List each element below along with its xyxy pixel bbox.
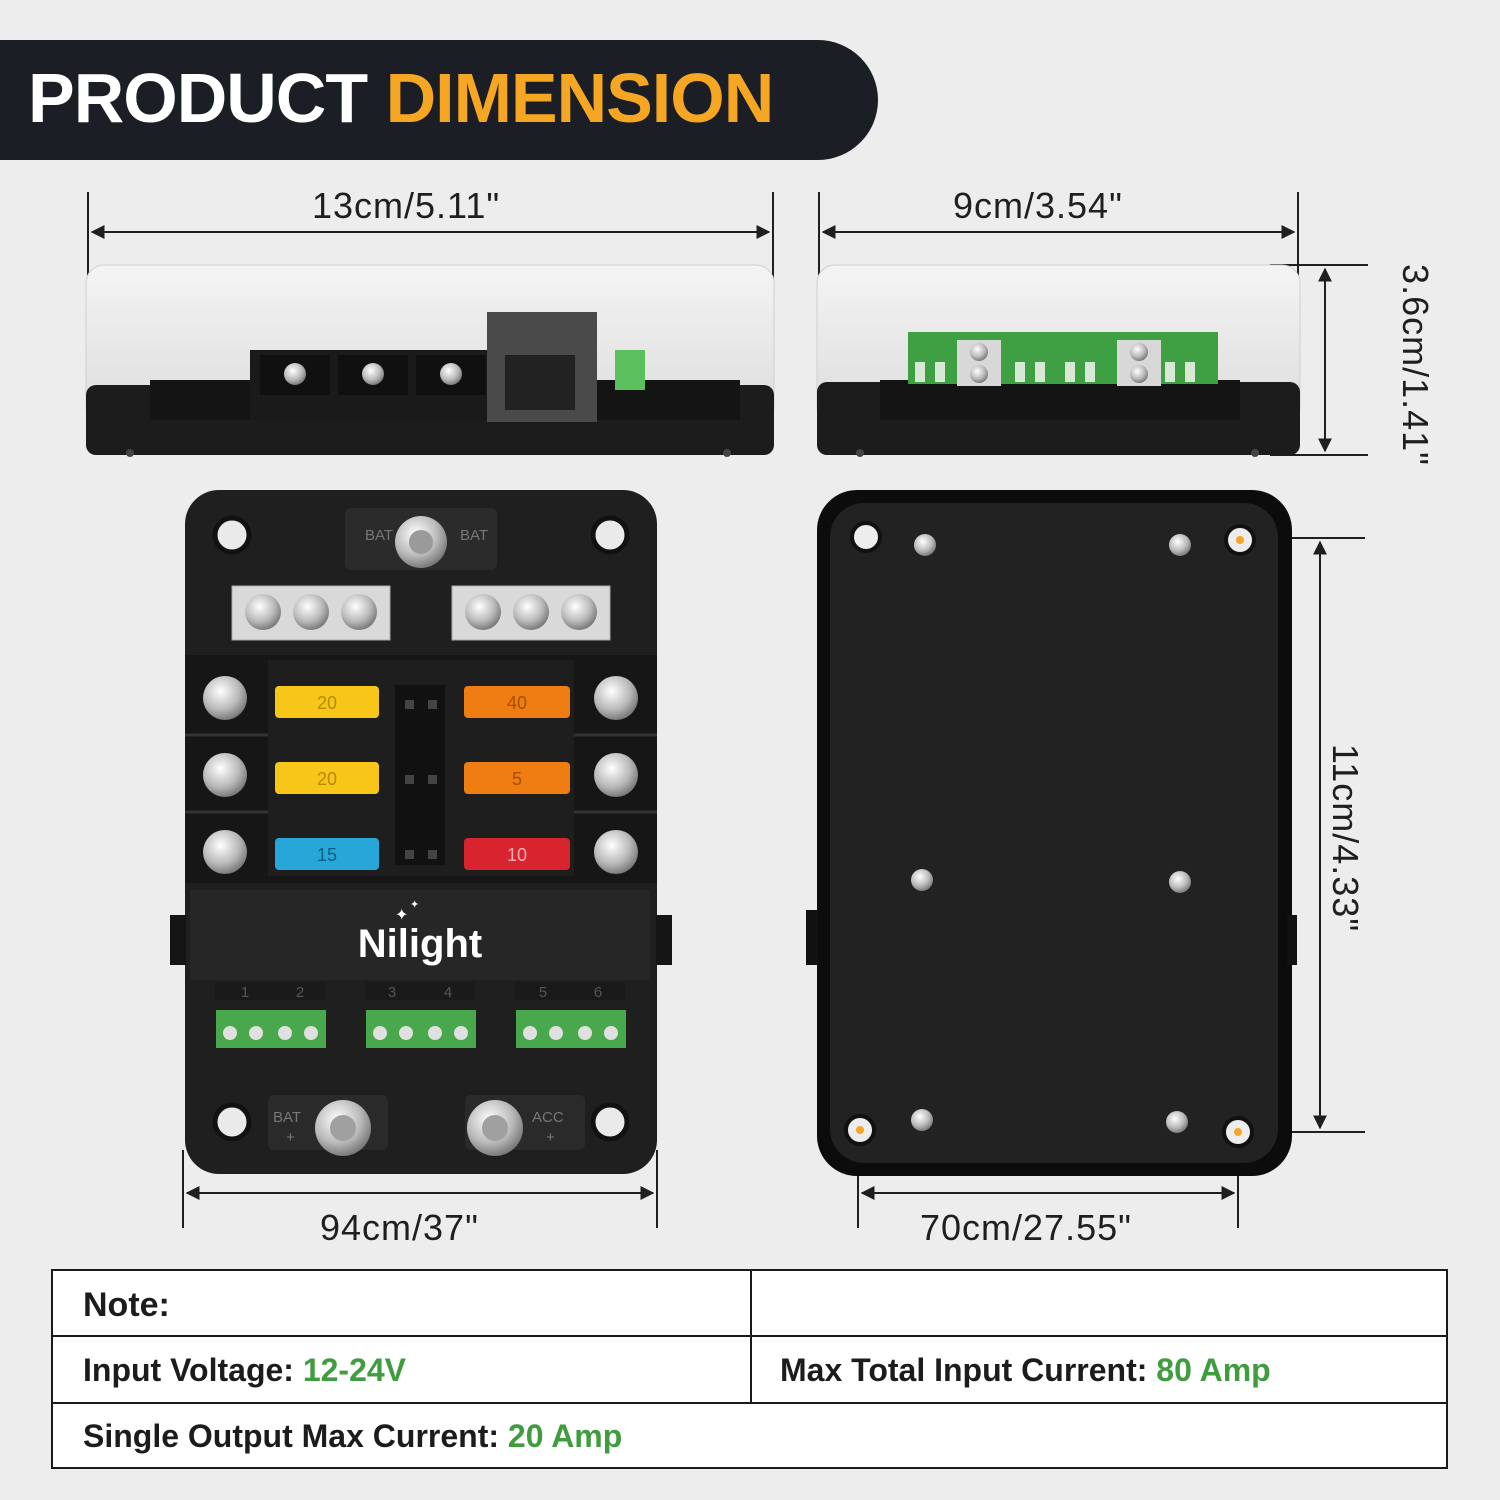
note-label: Note:	[83, 1286, 170, 1324]
page-title: PRODUCT DIMENSION	[28, 58, 775, 138]
acc-label-bottom: ACC	[532, 1109, 564, 1126]
single-output-label: Single Output Max Current:	[83, 1418, 499, 1454]
plus-label-bat: +	[286, 1129, 295, 1146]
end-view	[816, 264, 1301, 457]
fuse-slot-3: 20	[275, 762, 379, 794]
spec-row-note: Note:	[53, 1271, 1446, 1337]
max-total-current-cell: Max Total Input Current: 80 Amp	[780, 1350, 1271, 1390]
bat-label-top-right: BAT	[460, 527, 488, 544]
svg-text:✦: ✦	[395, 905, 408, 924]
table-divider	[750, 1271, 752, 1404]
fuse-value-5: 15	[317, 845, 337, 865]
bat-label-top-left: BAT	[365, 527, 393, 544]
bat-label-bottom: BAT	[273, 1109, 301, 1126]
dim-end-width: 9cm/3.54"	[953, 185, 1123, 226]
circuit-num-1: 1	[241, 984, 249, 1001]
max-total-current-label: Max Total Input Current:	[780, 1352, 1148, 1388]
fuse-slot-6: 10	[464, 838, 570, 870]
spec-row-output: Single Output Max Current: 20 Amp	[53, 1404, 1446, 1469]
dim-bottom-length: 11cm/4.33"	[1325, 743, 1366, 933]
circuit-num-2: 2	[296, 984, 304, 1001]
dim-top-width: 94cm/37"	[320, 1207, 479, 1248]
fuse-value-1: 20	[317, 693, 337, 713]
circuit-num-4: 4	[444, 984, 452, 1001]
fuse-value-3: 20	[317, 769, 337, 789]
max-total-current-value: 80 Amp	[1156, 1352, 1271, 1388]
fuse-slot-4: 5	[464, 762, 570, 794]
dim-bottom-width: 70cm/27.55"	[920, 1207, 1132, 1248]
fuse-slot-1: 20	[275, 686, 379, 718]
fuse-value-2: 40	[507, 693, 527, 713]
input-voltage-value: 12-24V	[302, 1352, 407, 1388]
fuse-slot-2: 40	[464, 686, 570, 718]
brand-logo: Nilight	[358, 922, 482, 966]
fuse-value-6: 10	[507, 845, 527, 865]
fuse-value-4: 5	[512, 769, 522, 789]
circuit-num-3: 3	[388, 984, 396, 1001]
svg-text:✦: ✦	[410, 898, 419, 911]
bottom-view	[806, 490, 1297, 1176]
title-banner	[0, 40, 878, 160]
circuit-num-5: 5	[539, 984, 547, 1001]
dim-height: 3.6cm/1.41"	[1395, 264, 1436, 466]
dim-side-width: 13cm/5.11"	[312, 185, 501, 226]
title-word-dimension: DIMENSION	[385, 59, 775, 137]
fuse-slot-5: 15	[275, 838, 379, 870]
side-view	[85, 264, 775, 457]
top-view: BAT BAT 20 40 20	[170, 490, 672, 1174]
plus-label-acc: +	[546, 1129, 555, 1146]
title-word-product: PRODUCT	[28, 59, 368, 137]
circuit-num-6: 6	[594, 984, 602, 1001]
input-voltage-cell: Input Voltage: 12-24V	[83, 1350, 406, 1390]
single-output-cell: Single Output Max Current: 20 Amp	[83, 1416, 622, 1456]
single-output-value: 20 Amp	[507, 1418, 623, 1454]
spec-table: Note: Input Voltage: 12-24V Max Total In…	[51, 1269, 1448, 1469]
input-voltage-label: Input Voltage:	[83, 1352, 294, 1388]
spec-row-input: Input Voltage: 12-24V Max Total Input Cu…	[53, 1337, 1446, 1404]
